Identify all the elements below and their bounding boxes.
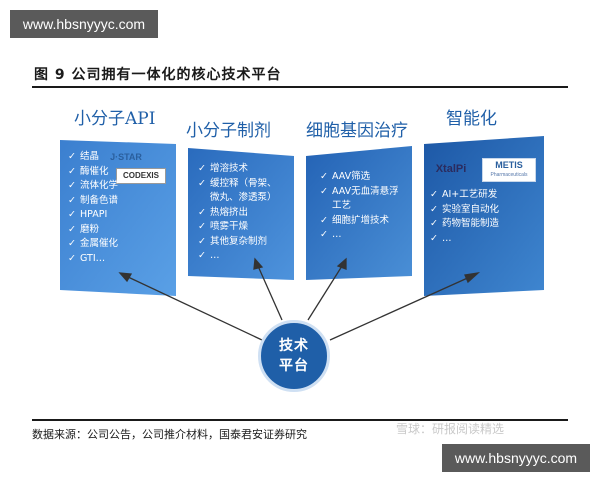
codexis-logo: CODEXIS (116, 168, 166, 184)
column-title-small-molecule-api: 小分子API (74, 109, 156, 129)
panel-2 (188, 148, 294, 280)
arrow-4-head (464, 272, 481, 284)
list-item: ✓HPAPI (68, 208, 118, 223)
check-icon: ✓ (198, 250, 206, 261)
check-icon: ✓ (68, 238, 76, 249)
check-icon: ✓ (68, 209, 76, 220)
check-icon: ✓ (68, 194, 76, 206)
check-icon: ✓ (430, 218, 438, 229)
check-icon: ✓ (198, 177, 206, 189)
check-icon: ✓ (68, 223, 76, 235)
list-item: ✓结晶 (68, 150, 118, 165)
check-icon: ✓ (68, 180, 76, 191)
check-icon: ✓ (320, 214, 328, 226)
check-icon: ✓ (320, 229, 328, 240)
list-item: ✓… (198, 249, 277, 264)
check-icon: ✓ (198, 221, 206, 232)
check-icon: ✓ (430, 203, 438, 215)
hub-line-1: 技术 (279, 338, 309, 354)
source-note: 数据来源：公司公告，公司推介材料，国泰君安证券研究 (32, 428, 307, 441)
check-icon: ✓ (68, 165, 76, 177)
tech-platform-hub: 技术 平台 (258, 320, 330, 392)
list-item: ✓… (320, 228, 399, 243)
check-icon: ✓ (320, 171, 328, 182)
list-item: ✓AI+工艺研发 (430, 188, 499, 203)
column-4-list: ✓AI+工艺研发 ✓实验室自动化 ✓药物智能制造 ✓… (430, 188, 499, 246)
check-icon: ✓ (68, 252, 76, 264)
check-icon: ✓ (198, 206, 206, 218)
list-item: ✓制备色谱 (68, 194, 118, 209)
check-icon: ✓ (68, 151, 76, 162)
arrow-4 (329, 275, 473, 341)
bottom-rule (32, 419, 568, 421)
column-title-small-molecule-formulation: 小分子制剂 (186, 121, 271, 141)
arrow-3 (307, 265, 343, 321)
figure-title: 图 9 公司拥有一体化的核心技术平台 (34, 67, 282, 83)
column-1-list: ✓结晶 ✓酶催化 ✓流体化学 ✓制备色谱 ✓HPAPI ✓磨粉 ✓金属催化 ✓G… (68, 150, 118, 266)
arrow-2-head (253, 257, 264, 270)
panel-3 (306, 146, 412, 280)
column-3-list: ✓AAV筛选 ✓AAV无血清悬浮 工艺 ✓细胞扩增技术 ✓… (320, 170, 399, 243)
list-item: ✓GTI… (68, 252, 118, 267)
list-item: ✓实验室自动化 (430, 203, 499, 218)
overlay-watermark: 雪球：研报阅读精选 (396, 422, 505, 436)
list-item: ✓AAV无血清悬浮 (320, 185, 399, 200)
list-item: ✓热熔挤出 (198, 206, 277, 221)
jstar-logo: J·STAR (110, 152, 142, 162)
top-rule (32, 86, 568, 88)
list-item: ✓… (430, 232, 499, 247)
xtalpi-logo: XtalPi (435, 163, 467, 175)
list-item: ✓金属催化 (68, 237, 118, 252)
column-title-intelligent: 智能化 (446, 109, 497, 129)
metis-logo: METIS Pharmaceuticals (482, 158, 536, 182)
list-item: ✓流体化学 (68, 179, 118, 194)
list-item: ✓药物智能制造 (430, 217, 499, 232)
list-item: ✓细胞扩增技术 (320, 214, 399, 229)
watermark-bottom: www.hbsnyyyc.com (442, 444, 590, 472)
arrow-3-head (336, 257, 347, 270)
hub-line-2: 平台 (279, 358, 309, 374)
arrow-1 (125, 275, 263, 341)
arrow-2 (257, 265, 283, 321)
check-icon: ✓ (198, 163, 206, 174)
list-item: ✓增溶技术 (198, 162, 277, 177)
list-item: ✓其他复杂制剂 (198, 235, 277, 250)
list-item: 微丸、渗透泵） (210, 192, 277, 203)
metis-logo-name: METIS (495, 160, 523, 170)
list-item: ✓磨粉 (68, 223, 118, 238)
column-title-cell-gene-therapy: 细胞基因治疗 (306, 121, 408, 141)
list-item: ✓喷雾干燥 (198, 220, 277, 235)
check-icon: ✓ (198, 235, 206, 247)
watermark-top: www.hbsnyyyc.com (10, 10, 158, 38)
column-2-list: ✓增溶技术 ✓缓控释（骨架、 微丸、渗透泵） ✓热熔挤出 ✓喷雾干燥 ✓其他复杂… (198, 162, 277, 264)
list-item: ✓缓控释（骨架、 (198, 177, 277, 192)
list-item: ✓酶催化 (68, 165, 118, 180)
metis-logo-subtitle: Pharmaceuticals (490, 172, 528, 178)
list-item: 工艺 (332, 200, 352, 211)
arrow-1-head (118, 272, 133, 283)
check-icon: ✓ (320, 185, 328, 197)
list-item: ✓AAV筛选 (320, 170, 399, 185)
check-icon: ✓ (430, 189, 438, 200)
check-icon: ✓ (430, 232, 438, 244)
